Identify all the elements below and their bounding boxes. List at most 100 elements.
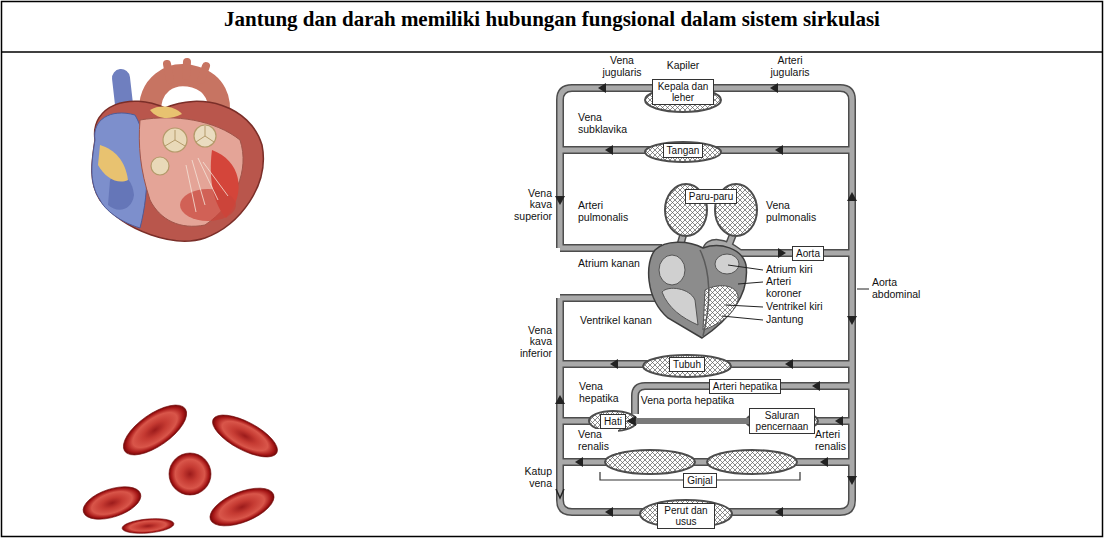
- box-label: Perut dan usus: [661, 505, 711, 527]
- flow-arrow: [785, 359, 793, 369]
- vein-valve: [556, 489, 564, 498]
- organ-box: Ginjal: [683, 473, 717, 488]
- box-label: Kepala dan leher: [656, 81, 710, 103]
- flow-arrow: [847, 192, 857, 201]
- box-label: Ginjal: [687, 475, 713, 486]
- capillary-bed: [605, 450, 695, 474]
- organ-box: Saluran pencernaan: [749, 408, 815, 434]
- red-blood-cell: [169, 453, 211, 495]
- part-label: Atrium kanan: [578, 258, 640, 270]
- blood-vessel: [560, 88, 852, 512]
- organ-box: Perut dan usus: [657, 503, 715, 529]
- part-label: Arteri jugularis: [765, 55, 815, 78]
- heart-illustration: [151, 157, 169, 175]
- part-label: Arteri pulmonalis: [578, 200, 632, 223]
- diagram-title: Jantung dan darah memiliki hubungan fung…: [0, 7, 1104, 32]
- capillary-bed: [645, 142, 721, 162]
- part-label: Katup vena: [518, 466, 552, 489]
- table-frame: [2, 51, 1103, 53]
- heart-illustration: [98, 145, 128, 182]
- vein-valve: [556, 489, 564, 498]
- organ-box: Tangan: [663, 143, 704, 158]
- red-blood-cell: [79, 480, 145, 525]
- part-label: Vena kava superior: [508, 188, 552, 223]
- flow-arrow: [775, 145, 783, 155]
- box-label: Tangan: [667, 145, 700, 156]
- red-blood-cell: [205, 480, 279, 533]
- red-blood-cell: [121, 517, 174, 535]
- organ-box: Aorta: [792, 246, 824, 261]
- heart-schematic: [715, 254, 739, 274]
- part-label: Arteri koroner: [766, 276, 806, 299]
- heart-schematic: [659, 255, 685, 285]
- part-label: Vena pulmonalis: [766, 200, 820, 223]
- flow-arrow: [775, 507, 783, 517]
- organ-box: Kepala dan leher: [652, 79, 714, 105]
- flow-arrow: [847, 316, 857, 325]
- flow-arrow: [605, 145, 613, 155]
- part-label: Vena kava inferior: [508, 325, 552, 360]
- flow-arrow: [555, 83, 857, 517]
- flow-arrow: [812, 381, 820, 391]
- box-label: Arteri hepatika: [713, 381, 777, 392]
- heart-illustration: [92, 62, 263, 241]
- box-label: Tubuh: [673, 359, 701, 370]
- flow-arrow: [835, 416, 843, 426]
- box-label: Paru-paru: [689, 191, 733, 202]
- leader-line: [722, 265, 869, 320]
- flow-arrow: [555, 196, 565, 205]
- part-label: Atrium kiri: [766, 264, 813, 276]
- organ-box: Arteri hepatika: [709, 379, 781, 394]
- flow-arrow: [820, 457, 828, 467]
- leader-line: [857, 289, 869, 290]
- flow-arrow: [770, 83, 778, 93]
- capillary-bed: [640, 500, 732, 528]
- vessel-connector: [636, 418, 749, 424]
- heart-schematic: [649, 242, 747, 338]
- capillary-bed: [589, 411, 637, 431]
- heart-illustration: [92, 101, 263, 241]
- vessel-label: Vena porta hepatika: [641, 395, 734, 407]
- heart-illustration: [139, 118, 243, 226]
- flow-arrow: [605, 507, 613, 517]
- flow-arrow: [778, 248, 786, 258]
- heart-schematic: [700, 250, 709, 336]
- heart-illustration: [180, 189, 236, 221]
- part-label: Jantung: [766, 314, 803, 326]
- lung-shape: [665, 184, 757, 236]
- leader-line: [726, 305, 763, 307]
- heart-illustration: [186, 158, 228, 212]
- part-label: Ventrikel kanan: [580, 315, 652, 327]
- organ-box: Hati: [600, 414, 626, 429]
- red-blood-cell: [207, 407, 284, 466]
- flow-arrow: [555, 395, 565, 404]
- capillary-bed: [707, 450, 797, 474]
- heart-schematic: [649, 242, 747, 338]
- part-label: Arteri renalis: [815, 429, 848, 452]
- flow-arrow: [847, 476, 857, 485]
- leader-line: [728, 265, 763, 270]
- box-label: Saluran pencernaan: [753, 410, 811, 432]
- heart-schematic: [662, 288, 698, 325]
- part-label: Ventrikel kiri: [766, 301, 823, 313]
- red-blood-cell: [79, 396, 283, 536]
- leader-line: [722, 316, 763, 320]
- organ-box: Paru-paru: [685, 189, 737, 204]
- part-label: Kapiler: [667, 60, 700, 72]
- flow-arrow: [575, 457, 583, 467]
- part-label: Vena jugularis: [597, 55, 647, 78]
- box-label: Hati: [604, 416, 622, 427]
- part-label: Vena renalis: [578, 429, 618, 452]
- flow-arrow: [610, 359, 618, 369]
- heart-illustration: [92, 113, 147, 228]
- part-label: Vena hepatika: [579, 381, 623, 404]
- part-label: Aorta abdominal: [872, 277, 926, 300]
- heart-illustration: [167, 62, 206, 80]
- part-label: Vena subklavika: [578, 112, 632, 135]
- blood-vessel: [560, 88, 852, 512]
- heart-illustration: [165, 126, 214, 146]
- flow-arrow: [598, 83, 606, 93]
